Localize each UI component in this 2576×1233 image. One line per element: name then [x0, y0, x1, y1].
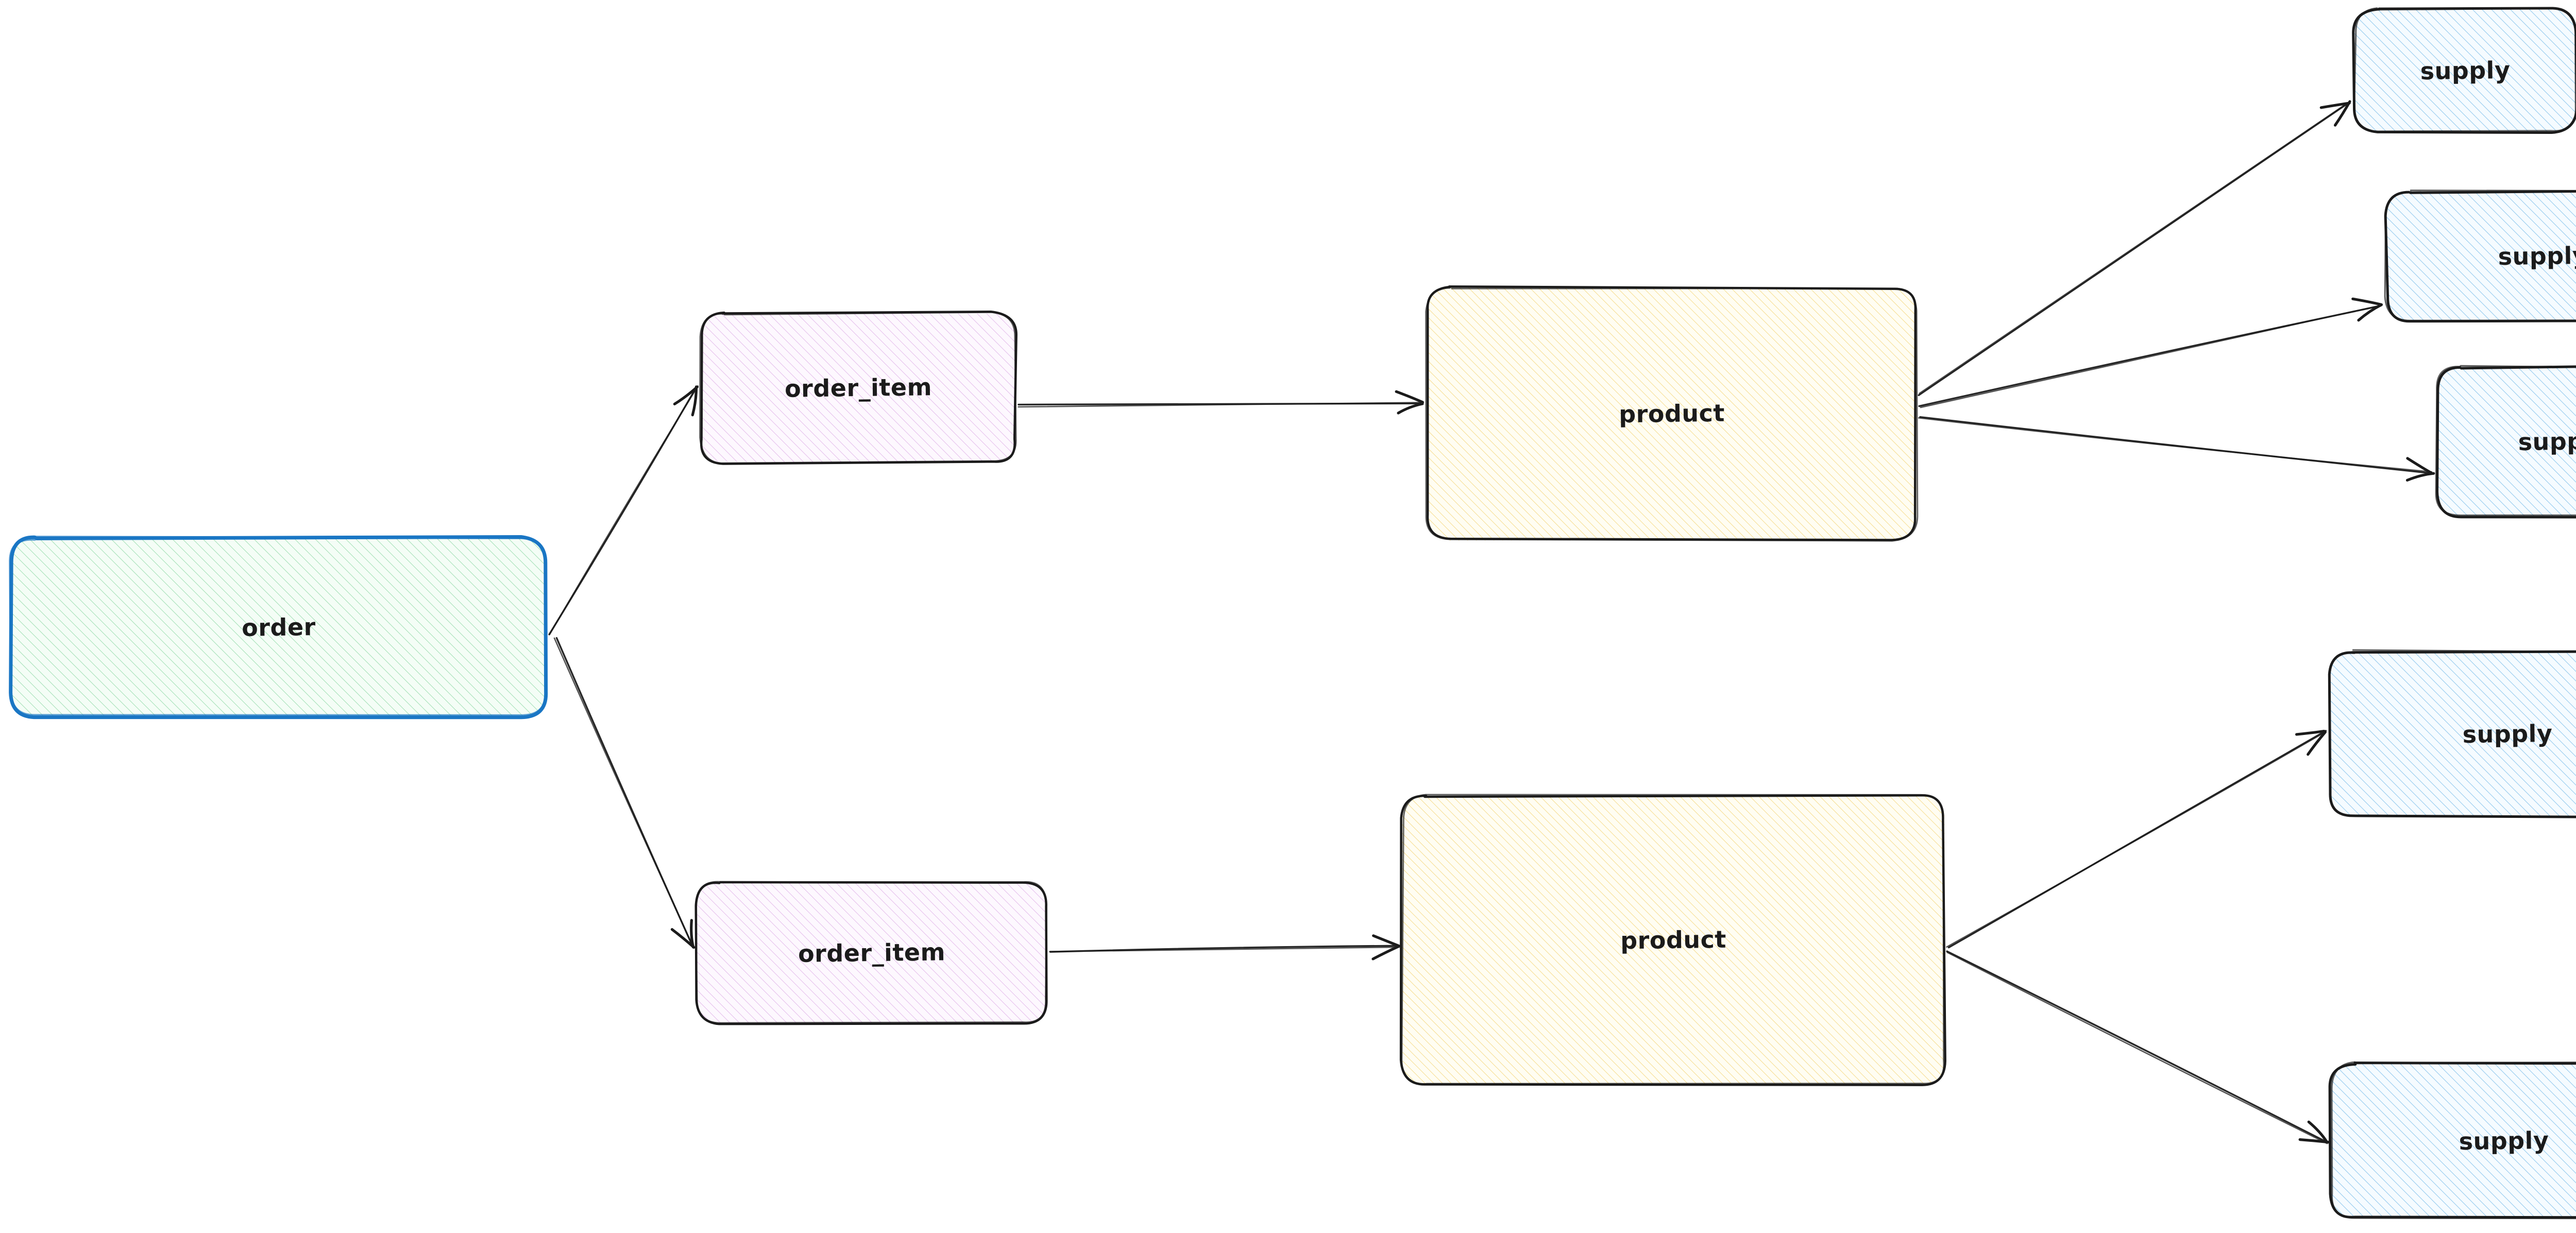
node-outline	[694, 881, 1047, 1024]
node-hit-supply_1[interactable]	[2354, 9, 2576, 131]
node-hatch-fill	[2331, 1063, 2576, 1218]
node-outline	[2384, 190, 2576, 321]
edge-product_1-to-supply_1[interactable]	[1918, 100, 2351, 397]
node-supply_4[interactable]	[2328, 649, 2576, 818]
node-outline	[2328, 1061, 2576, 1219]
node-outline	[2435, 365, 2576, 517]
node-product_1[interactable]	[1425, 285, 1919, 542]
node-hatch-fill	[701, 312, 1016, 463]
node-outline	[2331, 1061, 2576, 1220]
node-hit-order_item_2[interactable]	[697, 882, 1047, 1023]
node-product_2[interactable]	[1399, 794, 1946, 1086]
node-order_item_2[interactable]	[694, 881, 1048, 1025]
node-supply_5[interactable]	[2328, 1061, 2576, 1220]
node-outline	[2436, 365, 2576, 519]
node-hatch-fill	[1402, 795, 1945, 1085]
node-hatch-fill	[2436, 366, 2576, 517]
node-order_item_1[interactable]	[699, 311, 1018, 465]
edge-order_item_1-to-product_1[interactable]	[1018, 390, 1425, 415]
node-hit-order_item_1[interactable]	[701, 313, 1016, 463]
node-hatch-fill	[1427, 287, 1917, 541]
node-outline	[2328, 649, 2576, 818]
node-hatch-fill	[2329, 651, 2576, 817]
edge-order-to-order_item_1[interactable]	[548, 385, 699, 636]
node-outline	[699, 311, 1017, 464]
node-layer	[9, 7, 2576, 1220]
edge-product_2-to-supply_5[interactable]	[1946, 950, 2330, 1144]
edge-order-to-order_item_2[interactable]	[553, 637, 696, 949]
node-hatch-fill	[2386, 192, 2576, 321]
edge-product_2-to-supply_4[interactable]	[1946, 729, 2327, 949]
node-order[interactable]	[9, 535, 548, 720]
edge-order_item_2-to-product_2[interactable]	[1049, 934, 1400, 961]
edge-product_1-to-supply_2[interactable]	[1918, 297, 2383, 408]
node-hit-supply_4[interactable]	[2330, 652, 2576, 816]
node-outline	[2353, 7, 2576, 132]
node-hatch-fill	[697, 881, 1048, 1024]
node-hit-supply_3[interactable]	[2437, 367, 2576, 516]
node-hit-supply_5[interactable]	[2331, 1064, 2576, 1218]
edge-product_1-to-supply_3[interactable]	[1918, 416, 2435, 482]
node-hit-product_2[interactable]	[1402, 796, 1944, 1084]
node-outline	[1425, 287, 1919, 542]
node-hit-supply_2[interactable]	[2386, 192, 2576, 320]
node-hatch-fill	[2353, 8, 2576, 132]
node-supply_1[interactable]	[2352, 7, 2576, 134]
node-hatch-fill	[10, 537, 547, 716]
node-outline	[9, 536, 547, 717]
node-supply_2[interactable]	[2384, 190, 2576, 323]
edge-layer	[548, 100, 2435, 1144]
node-hit-order[interactable]	[11, 538, 546, 716]
node-outline	[1401, 794, 1945, 1085]
node-hit-product_1[interactable]	[1427, 287, 1917, 540]
node-supply_3[interactable]	[2435, 365, 2576, 519]
